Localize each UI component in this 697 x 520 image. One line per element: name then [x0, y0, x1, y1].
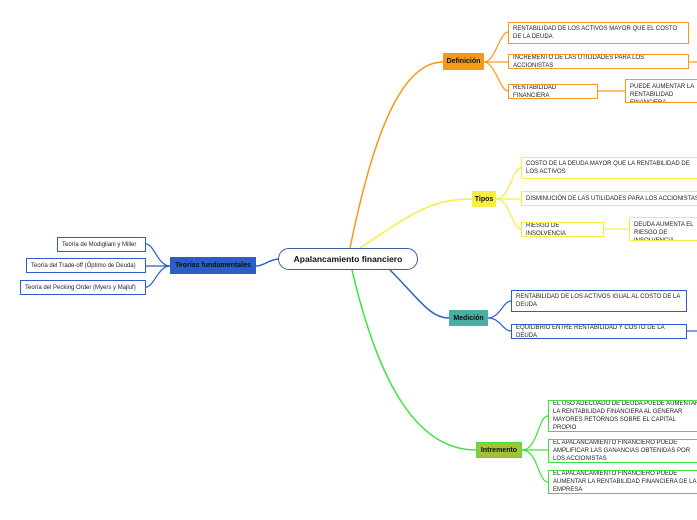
teorias-item-1[interactable]: Teoría de Modigliani y Miller: [57, 237, 146, 252]
medicion-item-2[interactable]: EQUILIBRIO ENTRE RENTABILIDAD Y COSTO DE…: [511, 324, 687, 339]
definicion-subitem[interactable]: EL APALANCAMIENTO PUEDE AUMENTAR LA RENT…: [625, 79, 697, 103]
incremento-item-3[interactable]: EL APALANCAMIENTO FINANCIERO PUEDE AUMEN…: [548, 470, 697, 494]
tipos-item-3[interactable]: RIESGO DE INSOLVENCIA: [521, 222, 604, 237]
definicion-item-3[interactable]: RENTABILIDAD FINANCIERA: [508, 84, 598, 99]
teorias-item-3[interactable]: Teoría del Pecking Order (Myers y Majluf…: [20, 280, 146, 295]
link-definicion: [349, 61, 444, 249]
incremento-item-2[interactable]: EL APALANCAMIENTO FINANCIERO PUEDE AMPLI…: [548, 439, 697, 463]
incremento-item-1[interactable]: EL USO ADECUADO DE DEUDA PUEDE AUMENTAR …: [548, 400, 697, 432]
link-teorias: [255, 258, 279, 267]
link-incremento: [351, 269, 477, 451]
branch-medicion[interactable]: Medición: [449, 310, 488, 326]
tipos-item-2[interactable]: DISMINUCIÓN DE LAS UTILIDADES PARA LOS A…: [521, 191, 697, 206]
definicion-item-2[interactable]: INCREMENTO DE LAS UTILIDADES PARA LOS AC…: [508, 54, 689, 69]
link-medicion: [389, 269, 450, 319]
branch-definicion[interactable]: Definición: [443, 53, 484, 70]
branch-tipos[interactable]: Tipos: [472, 191, 496, 207]
definicion-item-1[interactable]: RENTABILIDAD DE LOS ACTIVOS MAYOR QUE EL…: [508, 22, 689, 44]
branch-teorias[interactable]: Teorías fundamentales: [170, 257, 256, 274]
link-tipos: [359, 198, 473, 249]
medicion-item-1[interactable]: RENTABILIDAD DE LOS ACTIVOS IGUAL AL COS…: [511, 290, 687, 312]
branch-incremento[interactable]: Intremento: [476, 442, 522, 458]
teorias-item-2[interactable]: Teoría del Trade-off (Óptimo de Deuda): [26, 258, 146, 273]
tipos-subitem[interactable]: UN USO EXCESIVO DE DEUDA AUMENTA EL RIES…: [629, 217, 697, 241]
central-topic[interactable]: Apalancamiento financiero: [278, 248, 418, 270]
tipos-item-1[interactable]: COSTO DE LA DEUDA MAYOR QUE LA RENTABILI…: [521, 157, 697, 179]
